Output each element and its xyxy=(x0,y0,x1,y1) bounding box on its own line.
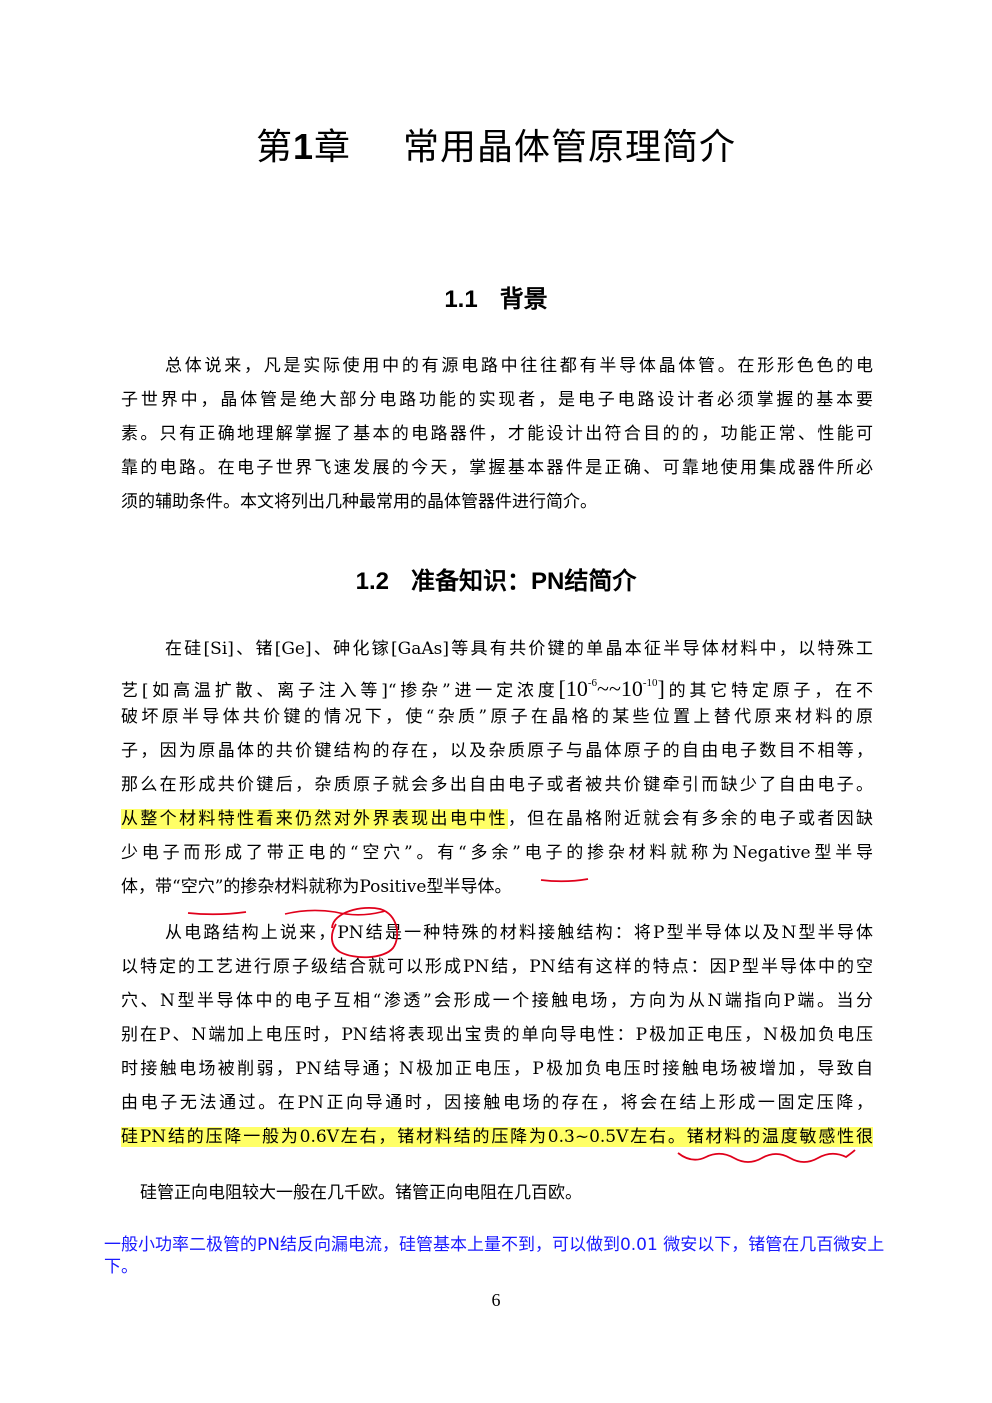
chapter-prefix: 第 xyxy=(255,127,293,168)
text-run: ，但在晶格附近就会有多余的电子或者因缺 xyxy=(507,809,874,829)
paragraph-line: 破坏原半导体共价键的情况下，使“杂质”原子在晶格的某些位置上替代原来材料的原 xyxy=(121,707,873,727)
paragraph-line: 那么在形成共价键后，杂质原子就会多出自由电子或者被共价键牵引而缺少了自由电子。 xyxy=(121,775,873,795)
text-run: 的其它特定原子，在不 xyxy=(664,681,873,701)
highlighted-text: 从整个材料特性看来仍然对外界表现出电中性 xyxy=(121,809,508,829)
concentration-formula: [10-6~~10-10] xyxy=(558,676,665,701)
paragraph-line: 子世界中，晶体管是绝大部分电路功能的实现者，是电子电路设计者必须掌握的基本要 xyxy=(121,390,873,410)
pn-paragraph-2: 从电路结构上说来，PN结是一种特殊的材料接触结构：将P型半导体以及N型半导体 以… xyxy=(121,916,873,1154)
paragraph-line: 少电子而形成了带正电的“空穴”。有“多余”电子的掺杂材料就称为Negative型… xyxy=(121,843,873,863)
paragraph-line: 由电子无法通过。在PN正向导通时，因接触电场的存在，将会在结上形成一固定压降， xyxy=(121,1093,873,1113)
highlighted-text: 硅PN结的压降一般为0.6V左右，锗材料结的压降为0.3~0.5V左右。锗材料的… xyxy=(121,1127,873,1147)
paragraph-line: 靠的电路。在电子世界飞速发展的今天，掌握基本器件是正确、可靠地使用集成器件所必 xyxy=(121,458,873,478)
paragraph-line: 硅PN结的压降一般为0.6V左右，锗材料结的压降为0.3~0.5V左右。锗材料的… xyxy=(121,1120,873,1154)
pn-paragraph-1: 在硅[Si]、锗[Ge]、砷化镓[GaAs]等具有共价键的单晶本征半导体材料中，… xyxy=(121,632,873,904)
section-number: 1.2 xyxy=(355,568,390,595)
section-name: 准备知识：PN结简介 xyxy=(411,568,637,595)
paragraph-line: 总体说来，凡是实际使用中的有源电路中往往都有半导体晶体管。在形形色色的电 xyxy=(165,356,873,376)
paragraph-line: 从电路结构上说来，PN结是一种特殊的材料接触结构：将P型半导体以及N型半导体 xyxy=(165,923,873,943)
underline-hole xyxy=(187,911,247,916)
paragraph-line: 体，带“空穴”的掺杂材料就称为Positive型半导体。 xyxy=(121,877,512,897)
section-number: 1.1 xyxy=(444,286,478,313)
blue-annotation: 一般小功率二极管的PN结反向漏电流，硅管基本上量不到，可以做到0.01 微安以下… xyxy=(104,1235,885,1277)
page-number: 6 xyxy=(491,1290,501,1310)
section-heading-background: 1.1 背景 xyxy=(0,279,992,314)
underline-doped-material xyxy=(284,909,386,916)
paragraph-line: 从整个材料特性看来仍然对外界表现出电中性，但在晶格附近就会有多余的电子或者因缺 xyxy=(121,802,873,836)
paragraph-line: 在硅[Si]、锗[Ge]、砷化镓[GaAs]等具有共价键的单晶本征半导体材料中，… xyxy=(165,639,873,659)
handwritten-note: 硅管正向电阻较大一般在几千欧。锗管正向电阻在几百欧。 xyxy=(140,1183,582,1203)
section-name: 背景 xyxy=(499,286,548,313)
chapter-name: 常用晶体管原理简介 xyxy=(403,127,737,168)
chapter-number: 1 xyxy=(292,126,314,167)
paragraph-line-with-formula: 艺[如高温扩散、离子注入等]“掺杂”进一定浓度[10-6~~10-10]的其它特… xyxy=(121,666,873,701)
chapter-suffix: 章 xyxy=(314,127,352,168)
paragraph-line: 以特定的工艺进行原子级结合就可以形成PN结，PN结有这样的特点：因P型半导体中的… xyxy=(121,957,873,977)
paragraph-line: 子，因为原晶体的共价键结构的存在，以及杂质原子与晶体原子的自由电子数目不相等， xyxy=(121,741,873,761)
paragraph-line: 素。只有正确地理解掌握了基本的电路器件，才能设计出符合目的的，功能正常、性能可 xyxy=(121,424,873,444)
background-paragraph: 总体说来，凡是实际使用中的有源电路中往往都有半导体晶体管。在形形色色的电 子世界… xyxy=(121,349,873,519)
section-heading-pn-junction: 1.2 准备知识：PN结简介 xyxy=(0,561,992,596)
text-run: 艺[如高温扩散、离子注入等]“掺杂”进一定浓度 xyxy=(121,681,559,701)
paragraph-line: 时接触电场被削弱，PN结导通；N极加正电压，P极加负电压时接触电场被增加，导致自 xyxy=(121,1059,873,1079)
chapter-title: 第1章 常用晶体管原理简介 xyxy=(0,118,992,170)
paragraph-line: 须的辅助条件。本文将列出几种最常用的晶体管器件进行简介。 xyxy=(121,492,597,512)
paragraph-line: 穴、N型半导体中的电子互相“渗透”会形成一个接触电场，方向为从N端指向P端。当分 xyxy=(121,991,873,1011)
paragraph-line: 别在P、N端加上电压时，PN结将表现出宝贵的单向导电性：P极加正电压，N极加负电… xyxy=(121,1025,873,1045)
